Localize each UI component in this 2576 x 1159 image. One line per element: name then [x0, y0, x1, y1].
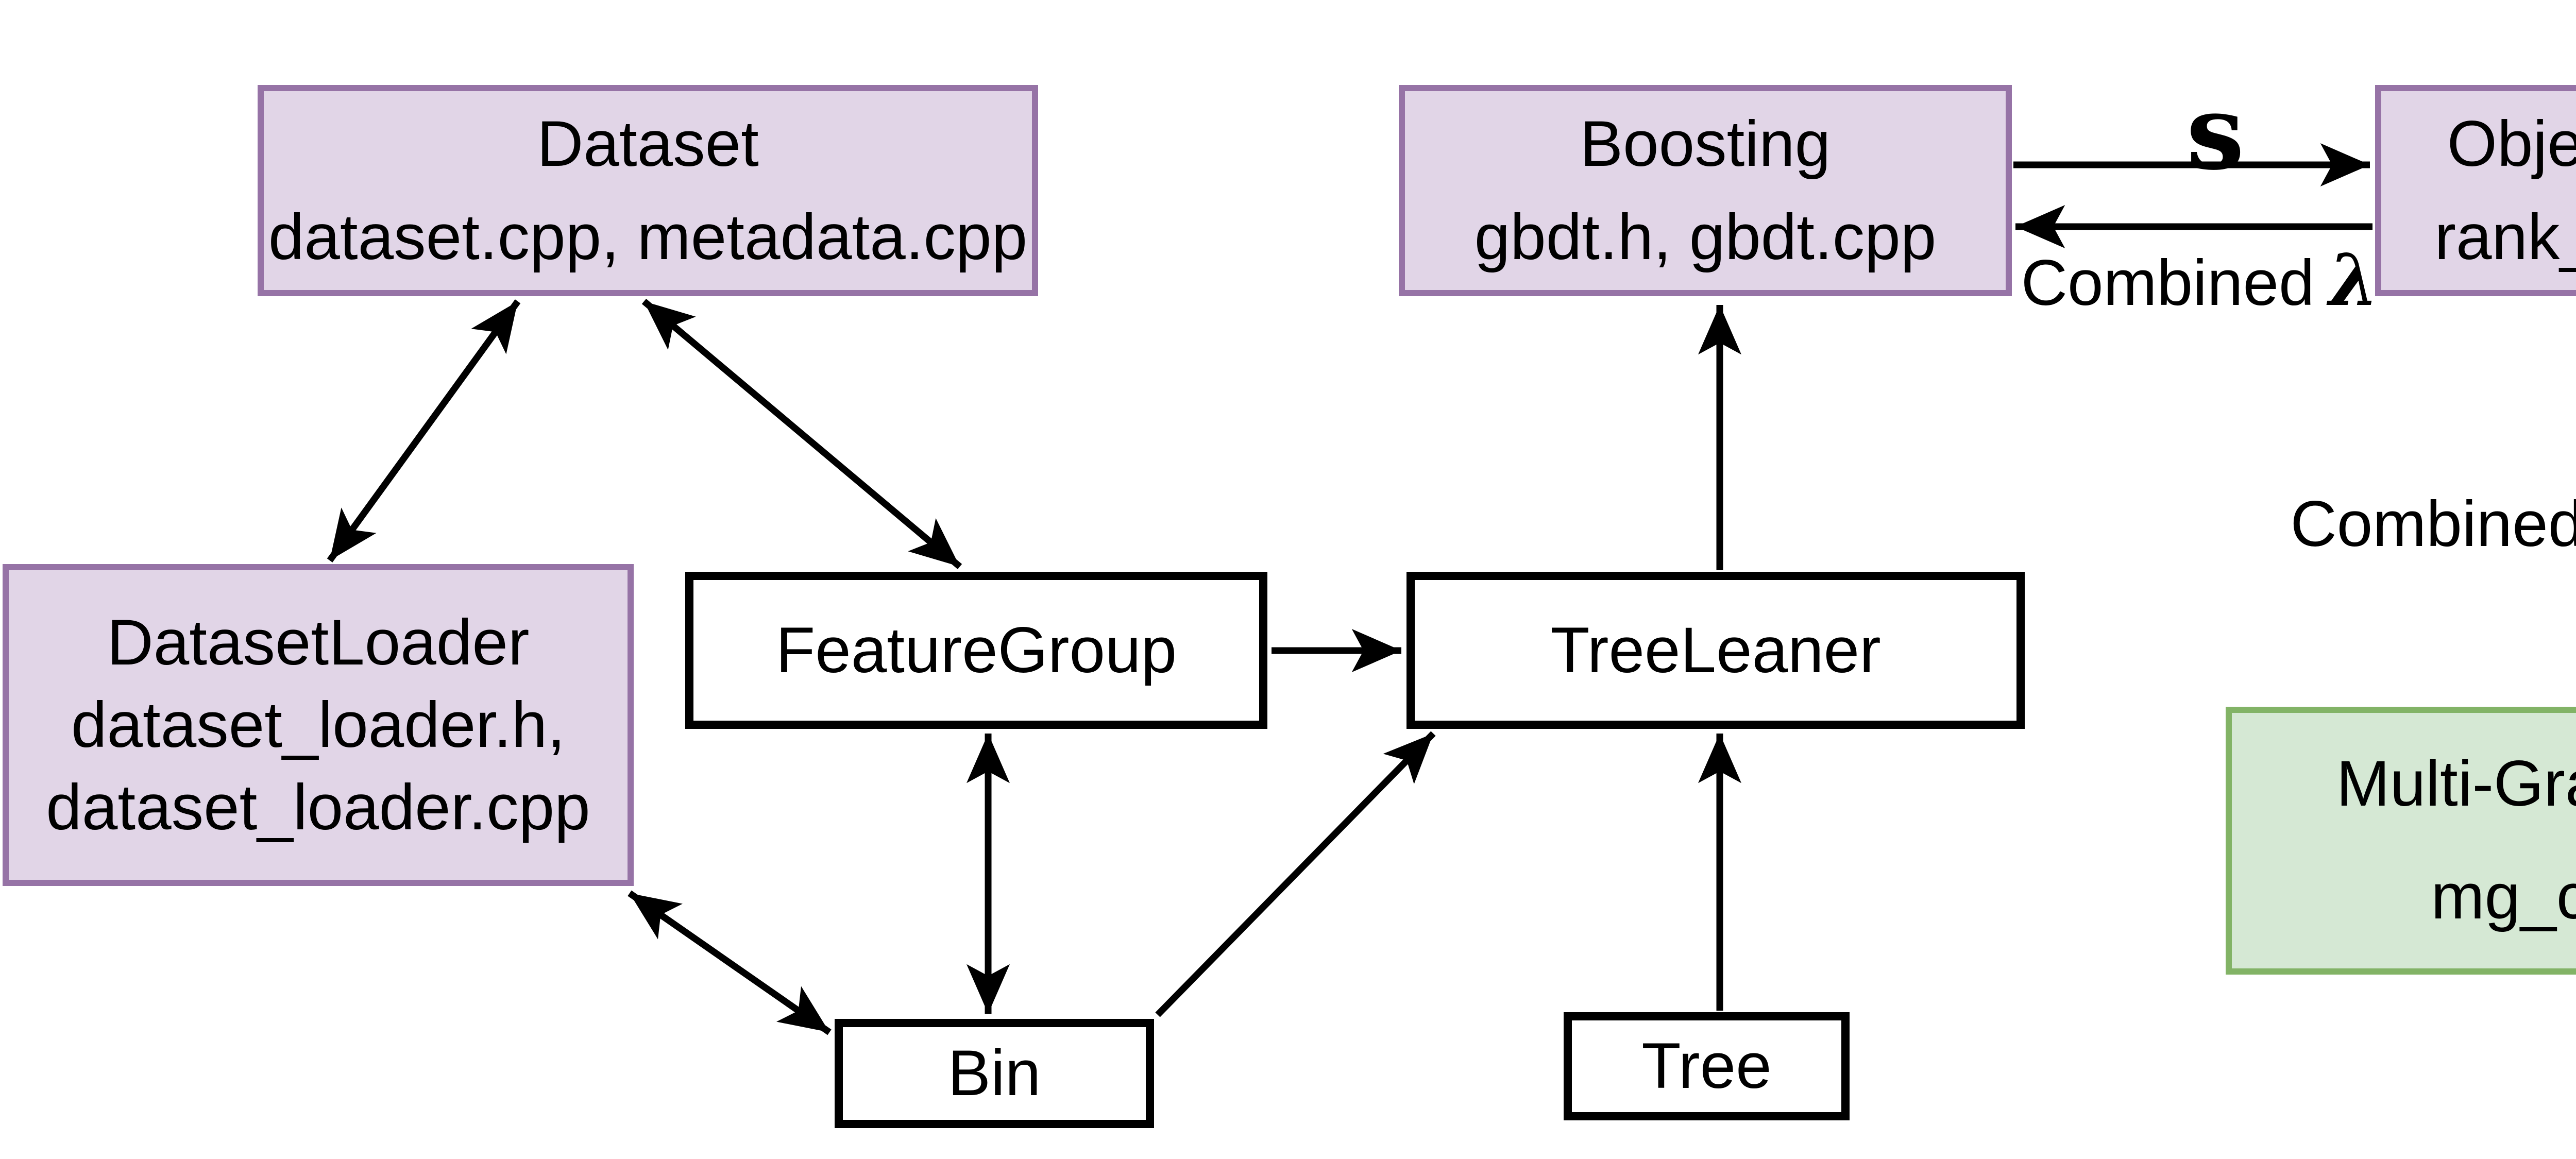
node-files: gbdt.h, gbdt.cpp: [1474, 201, 1937, 273]
s-symbol: s: [2186, 72, 2245, 193]
edge-label-s: s: [2087, 72, 2344, 193]
node-title: Bin: [947, 1037, 1041, 1110]
node-title: Dataset: [537, 108, 759, 180]
node-tree: Tree: [1564, 1012, 1850, 1120]
node-title: Boosting: [1580, 108, 1831, 180]
edge-dataset-datasetloader: [327, 299, 521, 563]
node-objective-function: ObjectiveFunction rank_objective.hpp: [2375, 85, 2576, 296]
lambda-symbol: λ: [2329, 238, 2379, 322]
node-dataset: Dataset dataset.cpp, metadata.cpp: [258, 85, 1038, 296]
node-title: Multi-Gradient Combinator: [2336, 748, 2576, 820]
edge-datasetloader-bin: [628, 890, 832, 1035]
node-files: mg_combinator.hpp: [2431, 861, 2576, 932]
node-files: dataset_loader.h,: [71, 689, 566, 761]
node-title: Tree: [1641, 1030, 1772, 1102]
node-files: dataset_loader.cpp: [46, 771, 590, 843]
node-title: TreeLeaner: [1550, 614, 1881, 686]
edge-dataset-featuregroup: [641, 299, 962, 569]
node-feature-group: FeatureGroup: [685, 572, 1267, 729]
node-files: dataset.cpp, metadata.cpp: [268, 201, 1028, 273]
node-dataset-loader: DatasetLoader dataset_loader.h, dataset_…: [3, 564, 634, 886]
node-title: FeatureGroup: [775, 614, 1177, 686]
node-title: DatasetLoader: [107, 606, 530, 678]
node-mg-combinator: Multi-Gradient Combinator mg_combinator.…: [2226, 707, 2576, 975]
node-tree-leaner: TreeLeaner: [1406, 572, 2025, 729]
edge-bin-treeleaner: [1155, 731, 1436, 1017]
node-boosting: Boosting gbdt.h, gbdt.cpp: [1399, 85, 2012, 296]
node-bin: Bin: [835, 1019, 1154, 1128]
node-title: ObjectiveFunction: [2447, 108, 2576, 180]
node-files: rank_objective.hpp: [2434, 201, 2576, 273]
